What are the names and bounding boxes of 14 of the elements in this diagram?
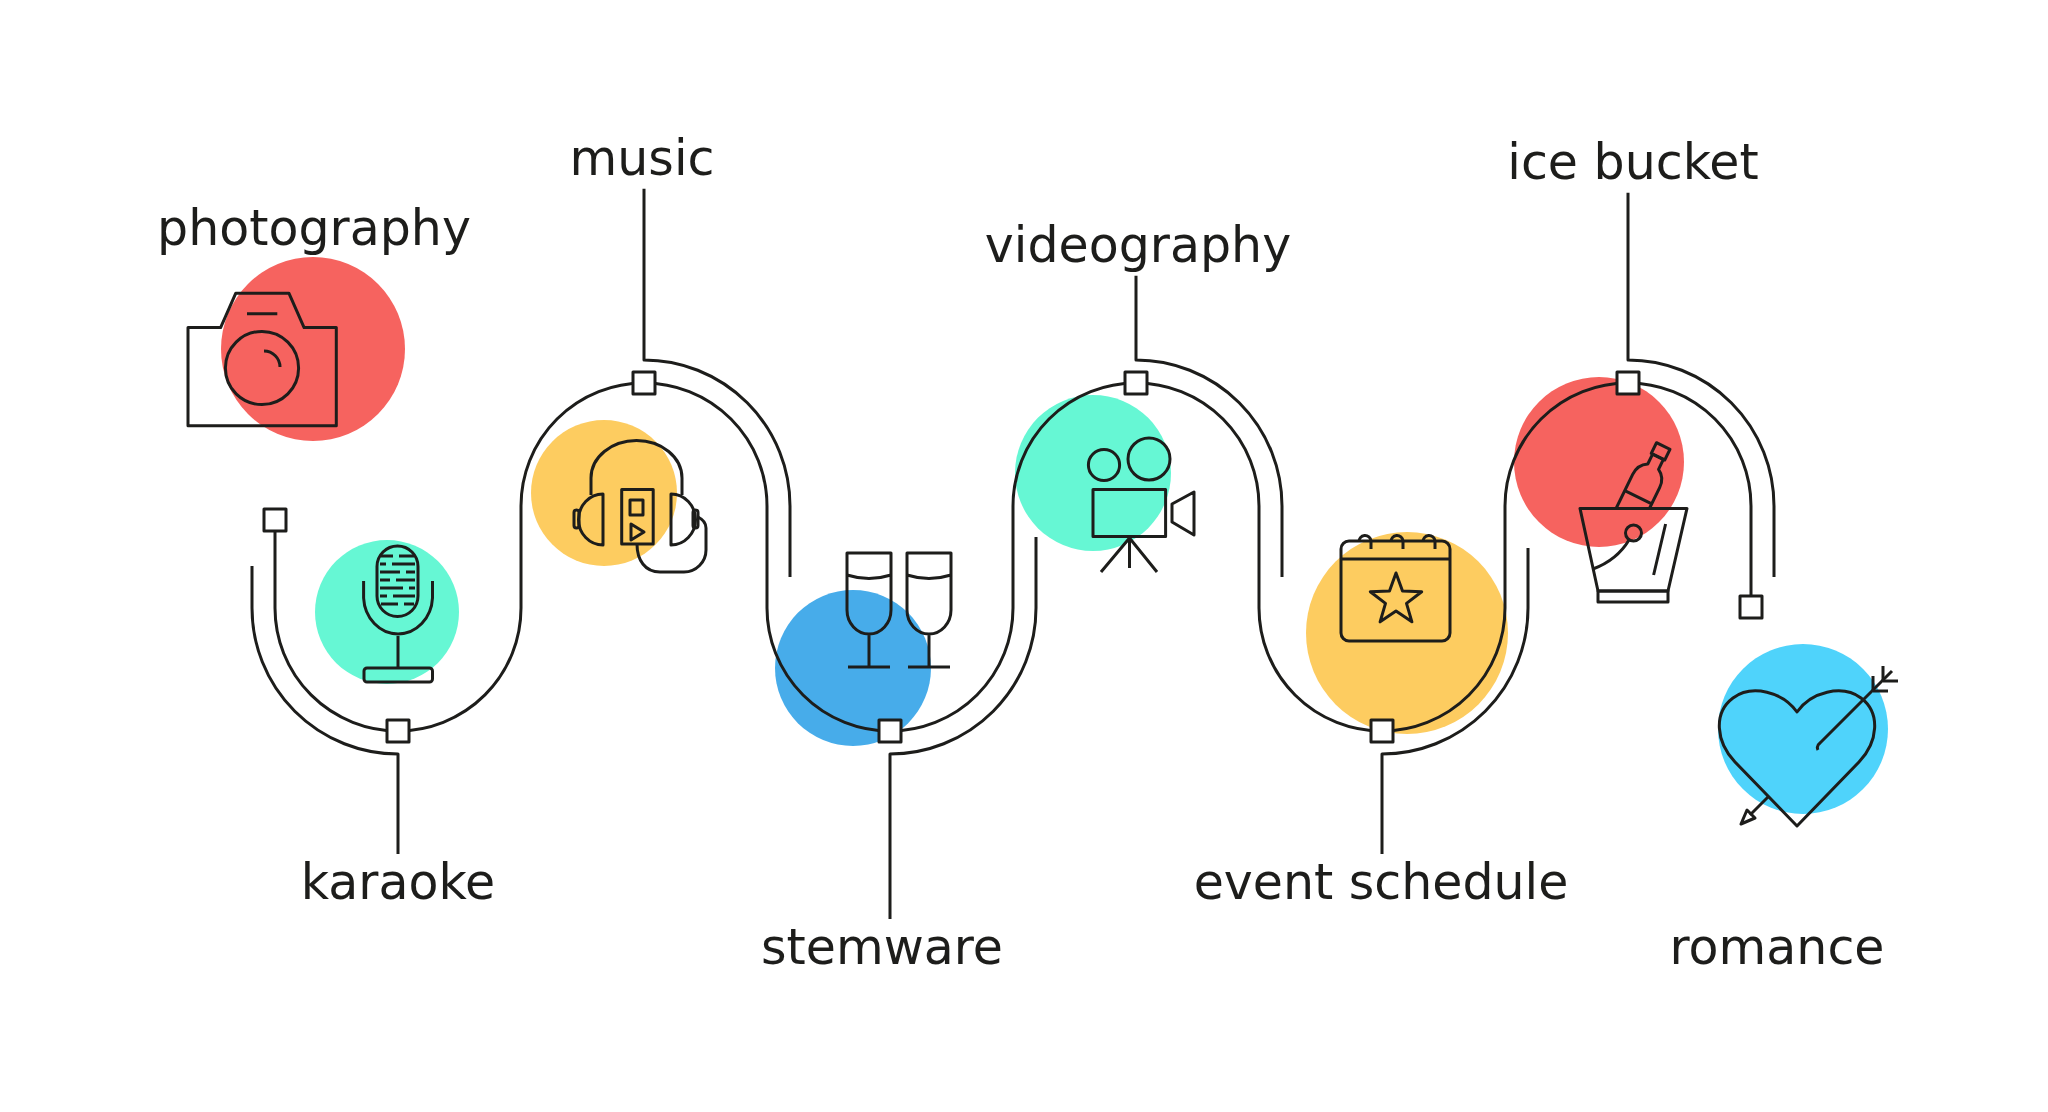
category-label: karaoke <box>300 854 496 913</box>
leader-line <box>642 188 792 577</box>
category-label: music <box>569 130 715 189</box>
category-label: stemware <box>761 919 1003 978</box>
leader-line <box>250 566 400 854</box>
category-label: event schedule <box>1193 854 1569 913</box>
category-label: videography <box>984 217 1292 276</box>
leader-line <box>888 537 1038 919</box>
category-label: ice bucket <box>1507 134 1759 193</box>
category-label: photography <box>157 200 471 259</box>
leader-line <box>1134 275 1284 577</box>
category-label: romance <box>1669 919 1885 978</box>
leader-line <box>1380 548 1530 854</box>
leader-line <box>1626 192 1776 577</box>
